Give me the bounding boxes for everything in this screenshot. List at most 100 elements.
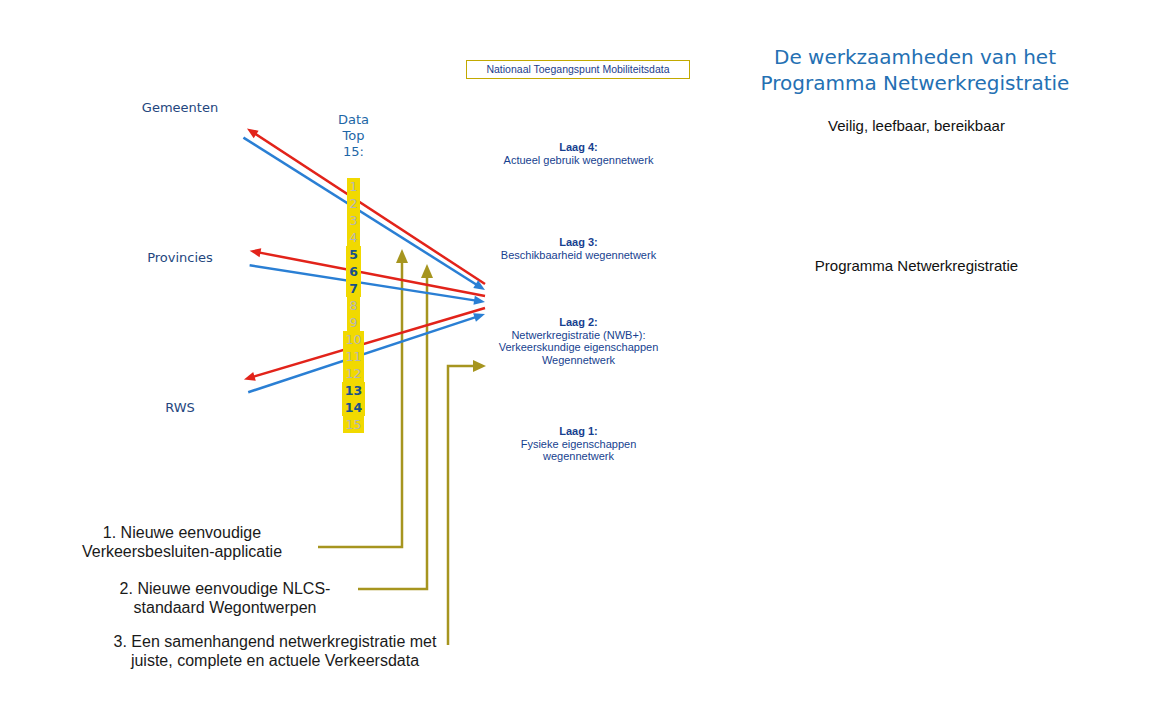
layer-road	[519, 285, 543, 306]
layer-heading: Laag 4:	[485, 141, 672, 154]
layer-box: Laag 4:Actueel gebruik wegennetwerk	[485, 95, 672, 166]
layer-road	[597, 195, 609, 226]
layer-road	[597, 390, 609, 415]
list-number: 3	[347, 212, 361, 229]
arrow-line	[258, 252, 485, 296]
number-row: 7	[333, 280, 374, 297]
list-number: 1	[347, 178, 361, 195]
layer-road-data	[551, 285, 569, 306]
shape-fill	[485, 190, 672, 234]
number-row: 15	[333, 416, 374, 433]
number-row: 1	[333, 178, 374, 195]
layer-box: Laag 3:Beschikbaarheid wegennetwerk	[485, 190, 672, 261]
list-number: 7	[346, 280, 361, 297]
flow-arrow	[250, 265, 485, 304]
layer-box: Laag 1:Fysieke eigenschappen wegennetwer…	[485, 385, 672, 463]
car-hub	[991, 225, 1003, 237]
layer-description: Beschikbaarheid wegennetwerk	[485, 249, 672, 262]
layer-tree	[555, 395, 560, 399]
number-row: 3	[333, 212, 374, 229]
access-point-panel: Nationaal Toegangspunt MobiliteitsdataLa…	[463, 58, 693, 481]
layer-marker	[613, 207, 618, 213]
organisation-name: Provincies	[147, 250, 213, 266]
layer-tree	[509, 393, 514, 397]
circle-shape	[110, 188, 250, 328]
car-motor	[821, 217, 857, 243]
layer-tree	[585, 103, 590, 107]
note-label: 3. Een samenhangend netwerkregistratie m…	[110, 632, 440, 670]
shape-fill	[485, 385, 672, 423]
list-number: 13	[342, 382, 365, 399]
organisation-circle: RWS	[108, 336, 252, 480]
layer-road-closed	[563, 195, 581, 226]
note-label: 1. Nieuwe eenvoudige Verkeersbesluiten-a…	[47, 523, 317, 561]
arrowhead	[473, 296, 485, 305]
layer-slab-front	[496, 132, 662, 137]
layer-glow	[477, 379, 680, 427]
image-background	[783, 113, 1050, 277]
layer-slab-top	[496, 194, 662, 227]
note-box: 2. Nieuwe eenvoudige NLCS-standaard Wego…	[95, 579, 355, 617]
layer-glow	[477, 89, 680, 143]
arrow-line	[250, 265, 476, 300]
arrow-line	[243, 138, 477, 286]
number-row: 4	[333, 229, 374, 246]
car-rear-unit	[969, 221, 1005, 243]
organisation-circle: Provincies	[108, 186, 252, 330]
layer-road	[597, 100, 609, 131]
leader-line	[358, 277, 427, 589]
image-caption-bottom: Programma Netwerkregistratie	[787, 257, 1046, 275]
arrowhead	[247, 128, 259, 138]
list-number: 10	[343, 331, 365, 348]
layer-tree	[621, 394, 626, 398]
organisation-name: RWS	[165, 400, 195, 416]
layer-tree	[585, 393, 590, 397]
layer-road	[597, 285, 609, 306]
data-top-bar: Data Top 15:123456789101112131415	[327, 55, 380, 488]
number-row: 6	[333, 263, 374, 280]
car-body	[807, 146, 1029, 204]
layer-road	[519, 100, 543, 131]
leader-arrowhead	[396, 249, 408, 263]
layer-road	[519, 390, 543, 415]
layer-water	[635, 194, 662, 227]
layer-description: Fysieke eigenschappen wegennetwerk	[485, 438, 672, 463]
layer-water	[635, 99, 662, 132]
layer-road	[499, 209, 657, 213]
layer-road-data	[505, 289, 635, 293]
organisation-name: Gemeenten	[142, 100, 218, 116]
layer-vehicle	[581, 113, 587, 116]
shape-fill	[485, 95, 672, 139]
number-row: 9	[333, 314, 374, 331]
list-number: 2	[347, 195, 361, 212]
arrow-line	[248, 317, 476, 392]
leader-arrowhead	[421, 264, 433, 278]
list-heading: Data Top 15:	[333, 112, 374, 160]
layer-road-data	[575, 285, 587, 306]
shape-fill	[463, 58, 693, 481]
arrowhead	[473, 313, 485, 322]
list-number: 8	[347, 297, 361, 314]
car-battery	[873, 227, 953, 241]
list-number: 6	[346, 263, 361, 280]
list-number: 4	[347, 229, 361, 246]
organisation-circle: Gemeenten	[108, 36, 252, 180]
layer-tree	[573, 127, 578, 131]
layer-slab-top	[496, 284, 662, 307]
circle-shape	[110, 338, 250, 478]
number-row: 8	[333, 297, 374, 314]
layer-heading: Laag 1:	[485, 425, 672, 438]
layer-tree	[573, 411, 578, 415]
layer-slab-front	[496, 307, 662, 312]
car-line	[843, 174, 1019, 176]
flow-arrow	[243, 138, 485, 290]
layer-tree	[621, 104, 626, 108]
number-row: 12	[333, 365, 374, 382]
note-box: 3. Een samenhangend netwerkregistratie m…	[110, 632, 440, 670]
arrowhead	[250, 248, 262, 257]
list-number: 12	[343, 365, 365, 382]
list-number: 5	[346, 246, 361, 263]
arrowhead	[244, 372, 256, 381]
layer-water	[635, 284, 662, 307]
